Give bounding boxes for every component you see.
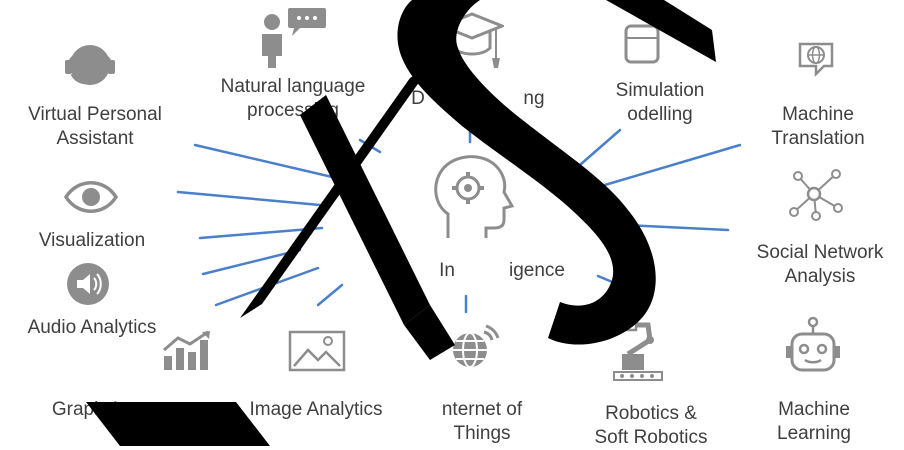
- label-deep-learning: D: [411, 88, 425, 109]
- head-gear-icon: [434, 155, 514, 238]
- label-deep-learning-part3: ng: [523, 88, 545, 109]
- label-virtual-personal-assistant: Virtual Personal Assistant: [28, 104, 162, 149]
- label-simulation-modelling: Simulation odelling: [615, 80, 705, 125]
- label-visualization: Visualization: [38, 230, 146, 251]
- connector-social-network-analysis: [602, 222, 730, 232]
- connector-simulation-modelling: [563, 128, 622, 180]
- label-deep-learning-part2: p L: [464, 88, 492, 109]
- connector-robotics: [596, 274, 638, 294]
- bar-chart-trend-icon: [163, 330, 210, 370]
- label-internet-of-things: nternet of Things: [441, 399, 523, 444]
- person-speech-bubble-icon: [262, 8, 326, 68]
- robot-head-icon: [786, 316, 840, 372]
- label-social-network-analysis: Social Network Analysis: [756, 242, 884, 287]
- label-image-analytics: Image Analytics: [249, 399, 383, 420]
- connector-visualization-upper: [176, 190, 322, 207]
- center-label-part1: In: [439, 260, 455, 281]
- graduation-cap-icon: [440, 12, 504, 68]
- connector-audio-analytics-upper: [201, 248, 302, 276]
- label-audio-analytics: Audio Analytics: [27, 317, 157, 338]
- picture-icon: [288, 330, 346, 372]
- simulation-icon: [624, 24, 660, 64]
- connector-image-analytics: [316, 283, 344, 307]
- robot-arm-icon: [610, 318, 663, 381]
- center-label-part2: igence: [509, 260, 565, 281]
- connector-virtual-personal-assistant: [193, 143, 347, 182]
- connector-natural-language-processing: [358, 138, 382, 154]
- headset-person-icon: [65, 45, 115, 85]
- connector-visualization-lower: [198, 226, 324, 240]
- label-machine-learning: Machine Learning: [777, 399, 851, 444]
- label-natural-language-processing: Natural language processing: [220, 76, 366, 121]
- label-robotics-soft-robotics: Robotics & Soft Robotics: [594, 403, 708, 448]
- eye-icon: [64, 181, 118, 213]
- label-machine-translation: Machine Translation: [771, 104, 865, 149]
- globe-grid-icon: [798, 42, 834, 78]
- connector-audio-analytics-lower: [214, 266, 320, 307]
- globe-wifi-icon: [453, 324, 500, 368]
- network-nodes-icon: [789, 169, 843, 221]
- label-graph-analytics: Graph An: [51, 399, 133, 420]
- connector-machine-translation: [596, 143, 742, 189]
- speaker-icon: [67, 263, 109, 305]
